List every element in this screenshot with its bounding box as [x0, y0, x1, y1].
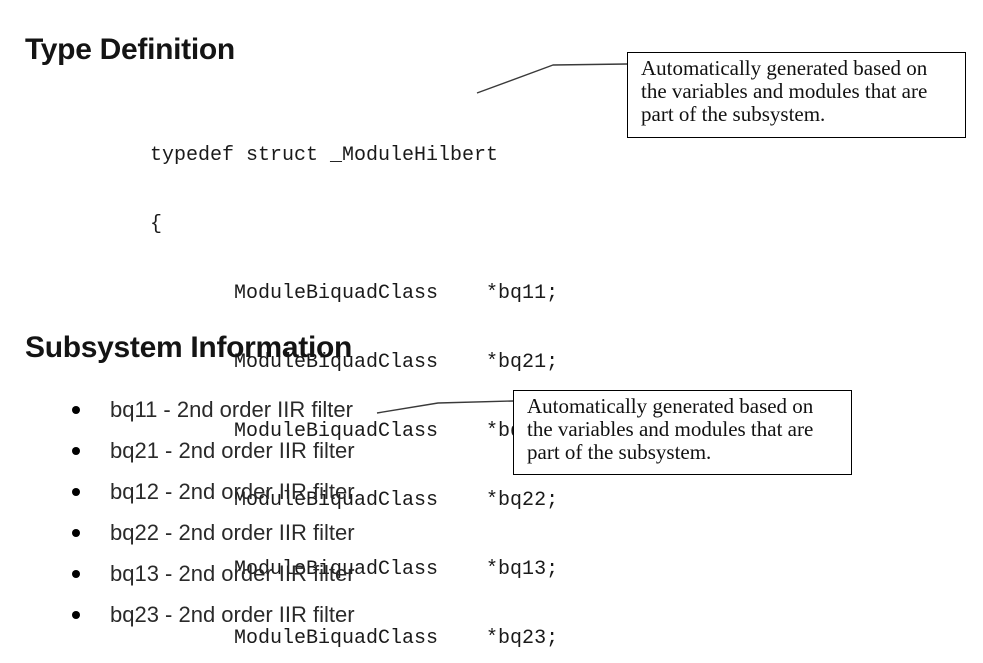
list-item-label: bq13 - 2nd order IIR filter	[110, 561, 355, 586]
list-item: bq11 - 2nd order IIR filter	[72, 398, 355, 421]
callout-text-line: part of the subsystem.	[641, 102, 826, 126]
code-line: ModuleBiquadClass *bq11;	[150, 282, 559, 305]
callout-connector-line-1	[476, 63, 628, 94]
list-item-label: bq23 - 2nd order IIR filter	[110, 602, 355, 627]
callout-box-type-definition: Automatically generated based on the var…	[627, 52, 966, 138]
bullet-dot-icon	[72, 569, 80, 578]
list-item-label: bq22 - 2nd order IIR filter	[110, 520, 355, 545]
code-block: typedef struct _ModuleHilbert { ModuleBi…	[150, 98, 558, 663]
code-line: {	[150, 213, 163, 236]
section-heading-subsystem-information: Subsystem Information	[25, 331, 353, 364]
bullet-dot-icon	[72, 446, 80, 455]
callout-text-line: part of the subsystem.	[527, 440, 712, 464]
code-line: ModuleBiquadClass *bq13;	[150, 558, 559, 581]
code-line: ModuleBiquadClass *bq23;	[150, 627, 559, 650]
bullet-dot-icon	[72, 487, 80, 496]
code-line: typedef struct _ModuleHilbert	[150, 144, 499, 167]
list-item: bq21 - 2nd order IIR filter	[72, 439, 355, 462]
callout-text-line: the variables and modules that are	[527, 417, 814, 441]
list-item: bq23 - 2nd order IIR filter	[72, 603, 355, 626]
bullet-dot-icon	[72, 528, 80, 537]
list-item-label: bq12 - 2nd order IIR filter	[110, 479, 355, 504]
callout-text-line: Automatically generated based on	[527, 394, 814, 418]
bullet-dot-icon	[72, 610, 80, 619]
code-line: ModuleBiquadClass *bq22;	[150, 489, 559, 512]
section-heading-type-definition: Type Definition	[25, 33, 235, 66]
list-item-label: bq21 - 2nd order IIR filter	[110, 438, 355, 463]
callout-text-line: the variables and modules that are	[641, 79, 928, 103]
list-item-label: bq11 - 2nd order IIR filter	[110, 397, 353, 422]
callout-text-line: Automatically generated based on	[641, 56, 928, 80]
list-item: bq13 - 2nd order IIR filter	[72, 562, 355, 585]
code-line: ModuleBiquadClass *bq21;	[150, 351, 559, 374]
bullet-dot-icon	[72, 405, 80, 414]
subsystem-bullet-list: bq11 - 2nd order IIR filter bq21 - 2nd o…	[72, 398, 355, 644]
list-item: bq22 - 2nd order IIR filter	[72, 521, 355, 544]
callout-box-subsystem-information: Automatically generated based on the var…	[513, 390, 852, 475]
list-item: bq12 - 2nd order IIR filter	[72, 480, 355, 503]
